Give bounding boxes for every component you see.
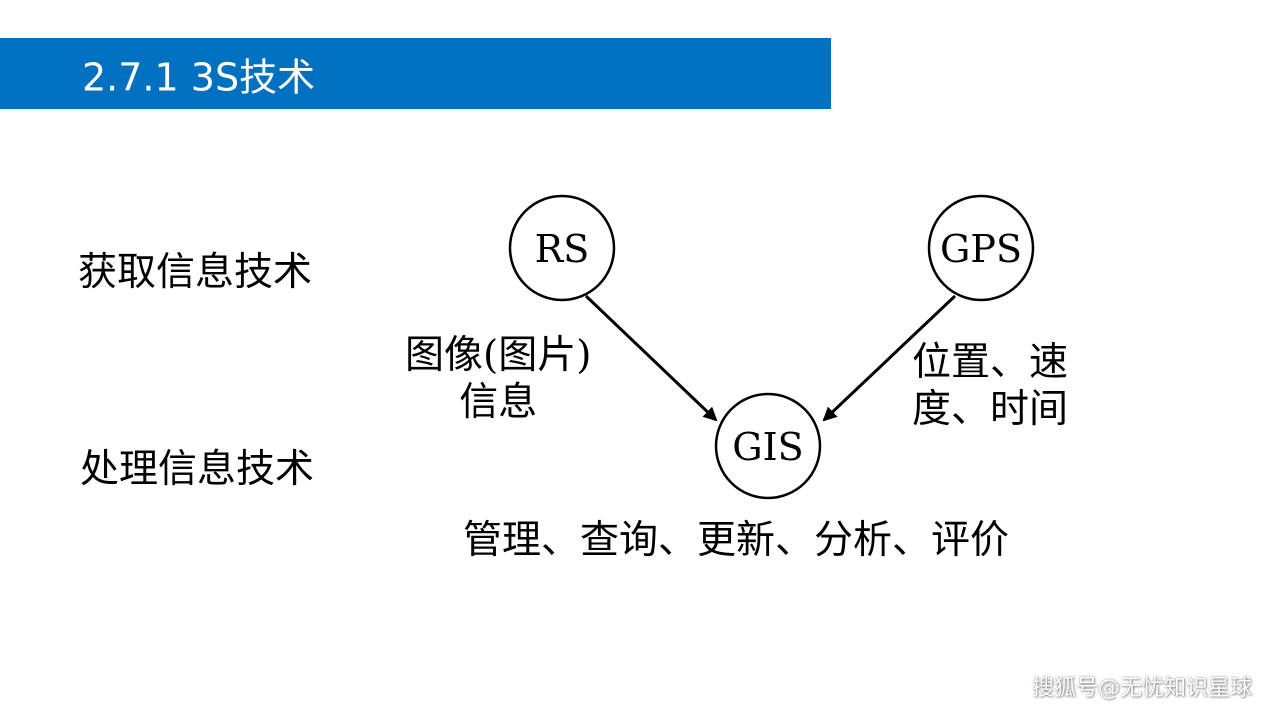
node-gps-label: GPS <box>940 227 1022 271</box>
arrow-rs-to-gis <box>584 294 718 422</box>
rs-edge-label-line1: 图像(图片) <box>405 333 592 378</box>
acquire-tech-label: 获取信息技术 <box>78 250 313 295</box>
title-bar: 2.7.1 3S技术 <box>0 38 831 109</box>
gps-edge-label: 位置、速 度、时间 <box>912 340 1068 434</box>
slide-title: 2.7.1 3S技术 <box>82 55 316 99</box>
gis-functions-label: 管理、查询、更新、分析、评价 <box>463 518 1010 563</box>
node-rs-label: RS <box>535 227 590 271</box>
node-gis: GIS <box>714 392 822 500</box>
watermark: 搜狐号@无忧知识星球 <box>1031 676 1252 701</box>
arrow-gps-to-gis <box>822 294 957 422</box>
gps-edge-label-line2: 度、时间 <box>912 386 1069 432</box>
rs-edge-label-line2: 信息 <box>459 379 538 425</box>
node-gis-label: GIS <box>732 425 803 469</box>
node-rs: RS <box>508 194 616 302</box>
rs-edge-label: 图像(图片) 信息 <box>405 333 591 427</box>
node-gps: GPS <box>927 194 1035 302</box>
process-tech-label: 处理信息技术 <box>80 447 315 492</box>
gps-edge-label-line1: 位置、速 <box>912 340 1069 385</box>
